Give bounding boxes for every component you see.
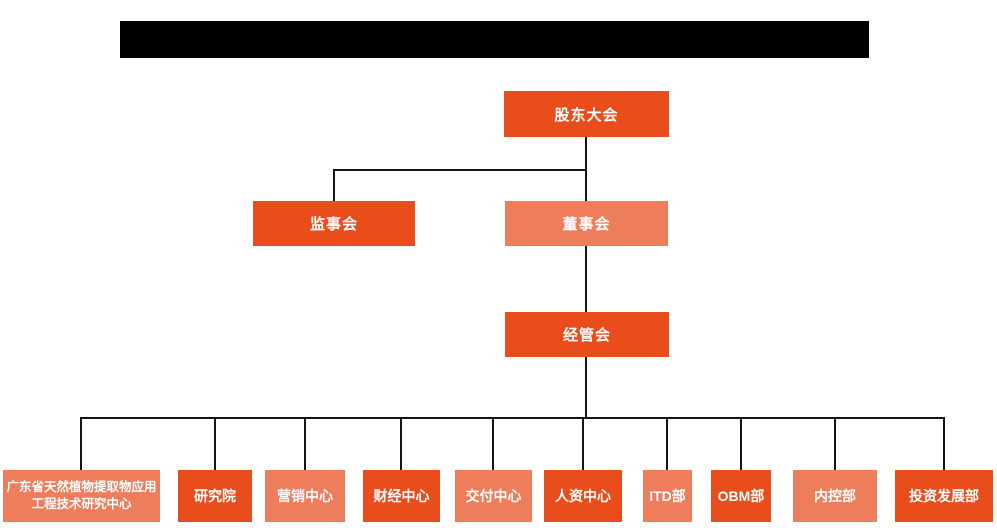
connector-line [740, 417, 742, 470]
org-box-supervisory-board: 监事会 [253, 201, 415, 246]
org-box-finance-center: 财经中心 [363, 470, 440, 522]
connector-line [333, 169, 335, 201]
connector-line [333, 169, 587, 171]
redacted-title-bar [120, 21, 869, 58]
org-box-research-center-guangdong: 广东省天然植物提取物应用工程技术研究中心 [3, 470, 160, 522]
org-box-label: ITD部 [649, 488, 686, 504]
connector-line [666, 417, 668, 470]
org-box-label: 董事会 [562, 216, 611, 233]
org-box-investment-development-dept: 投资发展部 [895, 470, 993, 522]
connector-line [943, 417, 945, 470]
connector-line [585, 357, 587, 418]
connector-line [80, 417, 82, 470]
connector-line [400, 417, 402, 470]
org-box-label: 研究院 [194, 488, 236, 504]
org-box-label: 交付中心 [465, 488, 522, 504]
connector-line [585, 246, 587, 312]
org-box-internal-control-dept: 内控部 [793, 470, 877, 522]
org-box-research-institute: 研究院 [178, 470, 252, 522]
org-box-obm-dept: OBM部 [711, 470, 771, 522]
org-box-label: 内控部 [814, 488, 856, 504]
connector-line [80, 417, 945, 419]
org-box-label: OBM部 [717, 488, 765, 504]
org-box-hr-center: 人资中心 [544, 470, 622, 522]
org-box-label: 营销中心 [277, 488, 333, 504]
org-box-label: 人资中心 [555, 488, 611, 504]
connector-line [304, 417, 306, 470]
org-box-label: 股东大会 [554, 106, 619, 124]
org-box-board-of-directors: 董事会 [505, 201, 668, 246]
connector-line [834, 417, 836, 470]
org-box-label: 投资发展部 [909, 488, 979, 504]
connector-line [214, 417, 216, 470]
org-box-label: 财经中心 [373, 488, 430, 504]
org-box-itd-dept: ITD部 [643, 470, 692, 522]
connector-line [582, 417, 584, 470]
org-box-management-committee: 经管会 [505, 312, 669, 357]
org-box-label: 广东省天然植物提取物应用工程技术研究中心 [6, 480, 157, 511]
org-box-marketing-center: 营销中心 [265, 470, 345, 522]
connector-line [492, 417, 494, 470]
org-box-delivery-center: 交付中心 [455, 470, 532, 522]
org-box-shareholders-meeting: 股东大会 [504, 91, 669, 137]
org-box-label: 经管会 [562, 327, 611, 344]
org-box-label: 监事会 [309, 216, 358, 233]
